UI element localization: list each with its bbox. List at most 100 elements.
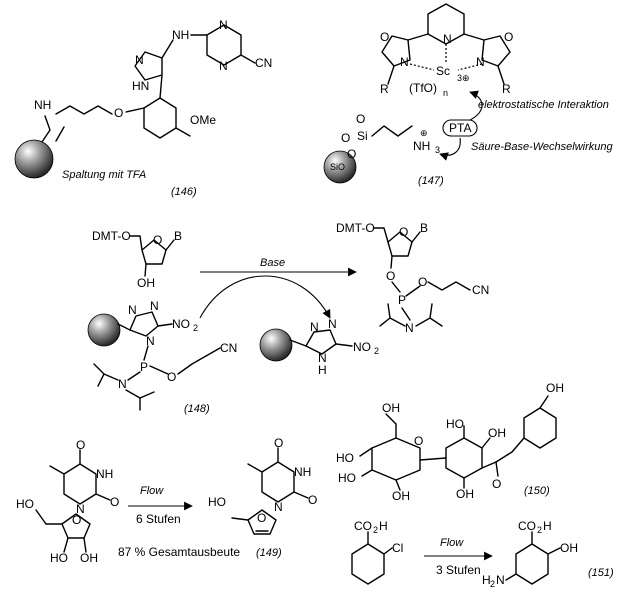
atom-label: N [274, 500, 283, 514]
atom-label: H [543, 519, 552, 533]
atom-label: N [310, 320, 319, 334]
atom-label: NH [96, 467, 113, 481]
atom-label: HO [338, 471, 356, 485]
atom-label: HO [16, 497, 34, 511]
atom-label: O [492, 477, 501, 491]
catalyst-label: PTA [449, 121, 471, 135]
reaction-arrow-flow-149: Flow 6 Stufen 87 % Gesamtausbeute [118, 485, 240, 559]
atom-label: B [420, 221, 428, 235]
atom-label: HN [132, 79, 149, 93]
reaction-arrow-flow-151: Flow 3 Stufen [424, 537, 493, 577]
atom-label: R [502, 82, 511, 96]
atom-label: N [219, 18, 228, 32]
atom-label: CN [472, 283, 489, 297]
atom-label: NH [34, 98, 51, 112]
compound-149: O NH O N O HO (149) [208, 436, 317, 559]
atom-label: DMT-O [92, 229, 131, 243]
atom-label: HO [50, 551, 68, 565]
compound-151: CO 2 H OH H 2 N (151) [482, 519, 614, 589]
condition-flow-151: Flow [440, 537, 464, 549]
atom-label: N [318, 351, 327, 365]
atom-label: NH [294, 465, 311, 479]
chlorobenzoic-reactant: CO 2 H Cl [351, 519, 403, 585]
atom-label: OH [382, 401, 400, 415]
atom-label: H [379, 519, 388, 533]
note-acid-base: Säure-Base-Wechselwirkung [471, 141, 614, 153]
atom-label: OH [137, 276, 155, 290]
atom-label: OH [392, 489, 410, 503]
atom-label: 2 [193, 323, 198, 333]
atom-label: N [405, 321, 414, 335]
atom-label: n [443, 88, 448, 98]
atom-label: OH [546, 381, 564, 395]
atom-label: P [398, 293, 406, 307]
atom-label: (TfO) [409, 81, 437, 95]
atom-label: O [110, 495, 119, 509]
atom-label: R [380, 82, 389, 96]
compound-label-148: (148) [184, 403, 210, 415]
atom-label: HO [208, 495, 226, 509]
compound-label-146: (146) [171, 186, 197, 198]
atom-label: O [72, 513, 81, 527]
atom-label: 2 [373, 525, 378, 535]
atom-label: NH [172, 28, 189, 42]
atom-label: 2 [490, 579, 495, 589]
atom-label: N [135, 53, 144, 67]
atom-label: O [341, 131, 350, 145]
compound-150: O OH HO HO OH HO OH OH O OH (150) [336, 381, 564, 503]
atom-label: O [76, 438, 85, 452]
reaction-arrow-base: Base [199, 257, 357, 319]
atom-label: 2 [537, 525, 542, 535]
compound-label-151: (151) [588, 567, 614, 579]
atom-label: B [174, 229, 182, 243]
compound-146: N N CN NH N HN OMe O NH Spaltung mit TFA… [14, 18, 272, 198]
atom-label: N [328, 317, 337, 331]
atom-label: N [150, 299, 159, 313]
atom-label: Sc [436, 64, 450, 78]
uridine-reactant: O NH O N O HO HO OH [16, 438, 119, 565]
compound-label-150: (150) [524, 485, 550, 497]
atom-label: Cl [392, 541, 403, 555]
condition-base: Base [260, 257, 285, 269]
atom-label: 3 [435, 145, 440, 155]
atom-label: O [356, 112, 365, 126]
atom-label: CN [220, 341, 237, 355]
nucleoside-reactant: DMT-O O B OH [92, 229, 182, 290]
atom-label: O [380, 30, 389, 44]
caption-146: Spaltung mit TFA [62, 169, 146, 181]
atom-label: O [257, 511, 266, 525]
atom-label: OH [560, 541, 578, 555]
atom-label: HO [336, 451, 354, 465]
atom-label: H [482, 573, 491, 587]
atom-label: OH [456, 487, 474, 501]
pta-box [442, 119, 478, 137]
atom-label: O [167, 370, 176, 384]
atom-label: N [219, 59, 228, 73]
atom-label: N [146, 334, 155, 348]
atom-label: SiO [330, 162, 345, 172]
atom-label: O [386, 269, 395, 283]
atom-label: CO [354, 519, 372, 533]
steps-151: 3 Stufen [436, 563, 481, 577]
atom-label: O [399, 225, 408, 239]
triazole-byproduct: N N N H NO 2 [259, 317, 379, 377]
note-electrostatic: elektrostatische Interaktion [478, 99, 609, 111]
atom-label: O [308, 493, 317, 507]
atom-label: O [347, 147, 356, 161]
steps-149: 6 Stufen [136, 512, 181, 526]
atom-label: NH [413, 139, 430, 153]
atom-label: HO [446, 417, 464, 431]
atom-label: DMT-O [336, 221, 375, 235]
atom-label: OMe [190, 113, 216, 127]
atom-label: 2 [374, 346, 379, 356]
compound-label-149: (149) [256, 547, 282, 559]
atom-label: N [443, 32, 452, 46]
compound-label-147: (147) [418, 175, 444, 187]
atom-label: NO [353, 340, 371, 354]
atom-label: NO [172, 317, 190, 331]
yield-149: 87 % Gesamtausbeute [118, 545, 240, 559]
atom-label: CO [518, 519, 536, 533]
atom-label: CN [255, 56, 272, 70]
charge-label: 3⊕ [457, 73, 470, 83]
